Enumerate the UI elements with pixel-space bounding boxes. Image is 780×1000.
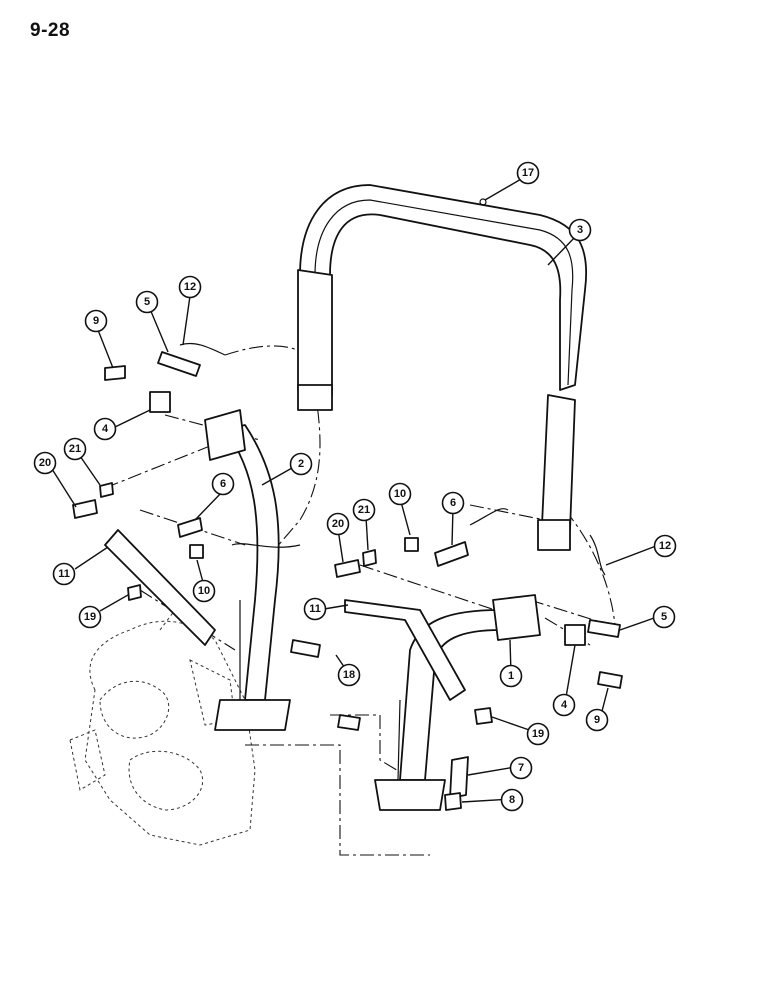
callout-19: 19: [526, 722, 550, 746]
svg-text:11: 11: [309, 603, 321, 615]
left-upright: [204, 409, 291, 731]
svg-text:3: 3: [577, 224, 583, 236]
svg-text:20: 20: [332, 518, 344, 530]
svg-text:10: 10: [198, 585, 210, 597]
svg-text:5: 5: [144, 296, 150, 308]
callout-18: 18: [337, 663, 361, 687]
svg-text:6: 6: [220, 478, 226, 490]
svg-text:12: 12: [184, 281, 196, 293]
callout-4: 4: [552, 693, 576, 717]
callout-6: 6: [441, 491, 465, 515]
callout-20: 20: [33, 451, 57, 475]
callout-17: 17: [516, 161, 540, 185]
callout-11: 11: [303, 597, 327, 621]
callout-10: 10: [388, 482, 412, 506]
callout-5: 5: [135, 290, 159, 314]
callout-20: 20: [326, 512, 350, 536]
callout-5: 5: [652, 605, 676, 629]
svg-text:2: 2: [298, 458, 304, 470]
svg-text:9: 9: [93, 315, 99, 327]
callout-9: 9: [585, 708, 609, 732]
svg-text:6: 6: [450, 497, 456, 509]
svg-text:20: 20: [39, 457, 51, 469]
callout-6: 6: [211, 472, 235, 496]
callout-12: 12: [653, 534, 677, 558]
svg-text:4: 4: [102, 423, 109, 435]
svg-text:19: 19: [532, 728, 544, 740]
callout-10: 10: [192, 579, 216, 603]
svg-text:10: 10: [394, 488, 406, 500]
callout-7: 7: [509, 756, 533, 780]
seat-belts: [104, 529, 466, 701]
svg-text:19: 19: [84, 611, 96, 623]
svg-text:9: 9: [594, 714, 600, 726]
callout-1: 1: [499, 664, 523, 688]
svg-text:21: 21: [69, 443, 81, 455]
svg-text:8: 8: [509, 794, 515, 806]
callout-19: 19: [78, 605, 102, 629]
page-number: 9-28: [30, 20, 71, 41]
callout-4: 4: [93, 417, 117, 441]
svg-text:7: 7: [518, 762, 524, 774]
svg-text:21: 21: [358, 504, 370, 516]
svg-text:12: 12: [659, 540, 671, 552]
callout-12: 12: [178, 275, 202, 299]
svg-text:5: 5: [661, 611, 667, 623]
callout-3: 3: [568, 218, 592, 242]
callout-21: 21: [63, 437, 87, 461]
callouts: 17 3 12 5 9 4 21 20 2 6 11 10 19 10 6 20…: [33, 161, 677, 812]
small-parts: [72, 342, 623, 811]
svg-text:18: 18: [343, 669, 355, 681]
callout-9: 9: [84, 309, 108, 333]
callout-11: 11: [52, 562, 76, 586]
svg-text:4: 4: [561, 699, 568, 711]
roll-bar-top: [297, 184, 588, 551]
callout-8: 8: [500, 788, 524, 812]
callout-2: 2: [289, 452, 313, 476]
svg-text:17: 17: [522, 167, 534, 179]
svg-text:1: 1: [508, 670, 514, 682]
svg-text:11: 11: [58, 568, 70, 580]
callout-21: 21: [352, 498, 376, 522]
